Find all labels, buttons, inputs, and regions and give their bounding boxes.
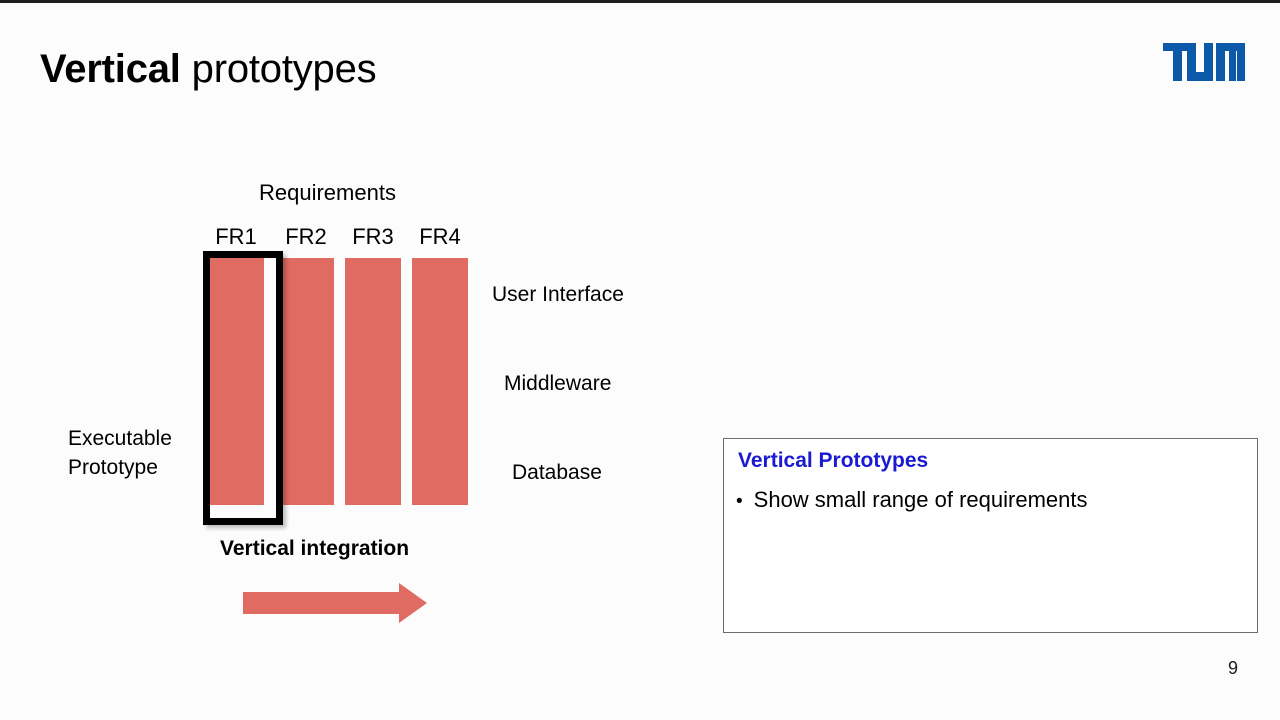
info-box-title: Vertical Prototypes (738, 449, 929, 472)
executable-prototype-line2: Prototype (68, 456, 158, 479)
requirement-bar-fr4 (412, 258, 468, 505)
executable-prototype-label: Executable Prototype (68, 424, 198, 482)
right-arrow-icon (243, 583, 427, 625)
layer-label-middleware: Middleware (504, 372, 612, 395)
fr-label-1: FR1 (215, 224, 257, 249)
page-title-rest: prototypes (180, 47, 377, 91)
requirements-label: Requirements (259, 180, 396, 205)
requirement-bar-fr1 (208, 258, 264, 505)
layer-label-database: Database (512, 461, 602, 484)
page-title: Vertical prototypes (40, 43, 377, 95)
fr-label-3: FR3 (352, 224, 394, 249)
executable-prototype-line1: Executable (68, 427, 172, 450)
page-number: 9 (1228, 658, 1239, 678)
slide-top-rule (0, 0, 1280, 3)
requirement-bar-fr3 (345, 258, 401, 505)
info-box-bullet-text: Show small range of requirements (753, 487, 1088, 512)
fr-label-4: FR4 (419, 224, 461, 249)
bullet-dot-icon: • (736, 491, 743, 512)
layer-label-user-interface: User Interface (492, 283, 624, 306)
requirement-bar-fr2 (278, 258, 334, 505)
vertical-slice-highlight (203, 251, 283, 525)
info-box: Vertical Prototypes • Show small range o… (723, 438, 1258, 633)
page-title-bold: Vertical (40, 47, 181, 91)
tum-logo-icon (1163, 43, 1245, 81)
vertical-integration-caption: Vertical integration (220, 537, 410, 560)
info-box-bullet-item: • Show small range of requirements (736, 487, 1087, 513)
fr-label-2: FR2 (285, 224, 327, 249)
